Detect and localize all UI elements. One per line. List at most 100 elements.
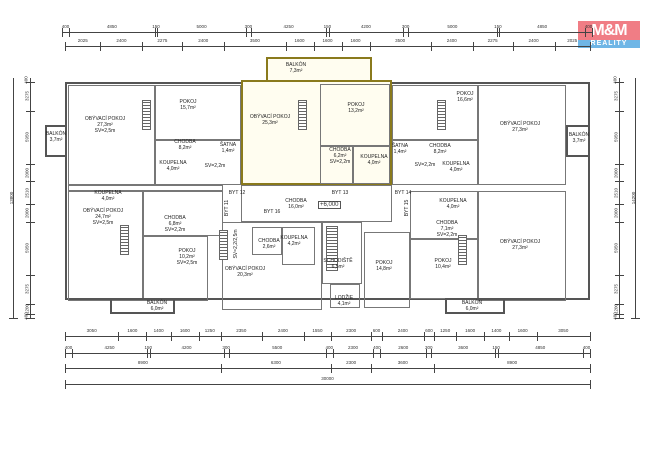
dimension-value: 150 bbox=[144, 345, 152, 350]
dimension-tick bbox=[285, 42, 287, 51]
dimension-tick bbox=[251, 28, 253, 37]
dimension-value: 30000 bbox=[321, 376, 334, 381]
dimension-tick bbox=[631, 318, 640, 319]
dimension-value: 5000 bbox=[447, 24, 458, 29]
dimension-tick bbox=[615, 81, 624, 83]
room-area: 10,2m² bbox=[179, 254, 195, 260]
room-1 bbox=[155, 85, 241, 140]
room-area: 15,7m² bbox=[180, 105, 196, 111]
dimension-tick bbox=[590, 364, 591, 373]
dimension-tick bbox=[341, 42, 343, 51]
dimension-tick bbox=[331, 364, 332, 373]
dimension-tick bbox=[142, 42, 144, 51]
dimension-value: 4850 bbox=[535, 345, 546, 350]
dimension-value: 4850 bbox=[106, 24, 117, 29]
dimension-value: 1400 bbox=[491, 328, 502, 333]
dimension-tick bbox=[615, 163, 624, 165]
dimension-tick bbox=[157, 28, 159, 37]
room-area: 7,1m² bbox=[440, 226, 454, 232]
hall-1 bbox=[155, 140, 241, 185]
dimension-tick bbox=[496, 28, 498, 37]
room-area: 6,0m² bbox=[150, 306, 164, 312]
room-area: 2,6m² bbox=[262, 244, 276, 250]
bath-13 bbox=[353, 146, 390, 184]
dimension-value: 2275 bbox=[487, 38, 498, 43]
room-area: 3,7m² bbox=[572, 138, 586, 144]
dimension-tick bbox=[198, 332, 200, 341]
dimension-value: 300 bbox=[401, 24, 410, 29]
room-area: 10,4m² bbox=[435, 264, 451, 270]
dimension-row-bottom_4: 30000 bbox=[65, 376, 591, 389]
dimension-tick bbox=[220, 364, 222, 373]
dimension-value: 2400 bbox=[446, 38, 457, 43]
room-area: 27,3m² bbox=[97, 122, 113, 128]
dimension-tick bbox=[592, 28, 593, 37]
room-label: SV=2,2m bbox=[415, 162, 436, 168]
dimension-value: 2400 bbox=[277, 328, 288, 333]
room-label: BYT 14 bbox=[395, 190, 412, 196]
dimension-value: 1600 bbox=[350, 38, 361, 43]
dimension-value: 1250 bbox=[204, 328, 215, 333]
room-name: CHODBA bbox=[329, 147, 351, 153]
dimension-value: 400 bbox=[584, 24, 593, 29]
dimension-value: 3050 bbox=[86, 328, 97, 333]
room-label: BYT 13 bbox=[332, 190, 349, 196]
dimension-tick bbox=[118, 332, 120, 341]
dimension-tick bbox=[26, 221, 35, 223]
loggia bbox=[330, 284, 360, 308]
room-area: 4,0m² bbox=[101, 196, 115, 202]
dimension-value: 300 bbox=[244, 24, 253, 29]
room-name: POKOJ bbox=[179, 99, 197, 105]
dimension-tick bbox=[456, 332, 458, 341]
dimension-tick bbox=[26, 81, 35, 83]
dimension-tick bbox=[380, 349, 382, 358]
dimension-tick bbox=[402, 28, 404, 37]
dimension-tick bbox=[26, 163, 35, 165]
dimension-tick bbox=[499, 28, 501, 37]
dimension-tick bbox=[26, 303, 35, 305]
room-name: BALKÓN bbox=[461, 300, 483, 306]
room-area: 4,0m² bbox=[367, 160, 381, 166]
dimension-value: 3600 bbox=[458, 345, 469, 350]
room-name: POKOJ bbox=[456, 91, 474, 97]
dimension-tick bbox=[313, 42, 315, 51]
dimension-tick bbox=[245, 28, 247, 37]
hall-11 bbox=[143, 191, 223, 236]
dimension-tick bbox=[303, 332, 305, 341]
corridor bbox=[241, 185, 392, 222]
dimension-value: 4250 bbox=[104, 345, 115, 350]
dimension-tick bbox=[554, 42, 556, 51]
room-name: OBÝVACÍ POKOJ bbox=[84, 116, 126, 122]
room-area: 20,3m² bbox=[237, 272, 253, 278]
room-area: 6,0m² bbox=[465, 306, 479, 312]
dimension-column-right_total: 14200 bbox=[630, 78, 640, 319]
room-15 bbox=[364, 232, 410, 308]
dimension-value: 2300 bbox=[346, 328, 357, 333]
dimension-line bbox=[30, 78, 31, 318]
stairs-icon bbox=[437, 100, 446, 130]
room-name: OBÝVACÍ POKOJ bbox=[499, 121, 541, 127]
dimension-value: 5950 bbox=[613, 132, 619, 143]
room-name: CHODBA bbox=[258, 238, 280, 244]
dimension-value: 1600 bbox=[179, 328, 190, 333]
dimension-value: 3275 bbox=[24, 284, 30, 295]
stairs-icon bbox=[219, 230, 228, 260]
dimension-line bbox=[65, 384, 590, 385]
room-name: CHODBA bbox=[429, 143, 451, 149]
dimension-value: 300 bbox=[222, 345, 230, 350]
room-area: 3,7m² bbox=[49, 137, 63, 143]
hall-13 bbox=[320, 146, 353, 184]
living-room-15 bbox=[478, 191, 566, 301]
room-name: OBÝVACÍ POKOJ bbox=[224, 266, 266, 272]
